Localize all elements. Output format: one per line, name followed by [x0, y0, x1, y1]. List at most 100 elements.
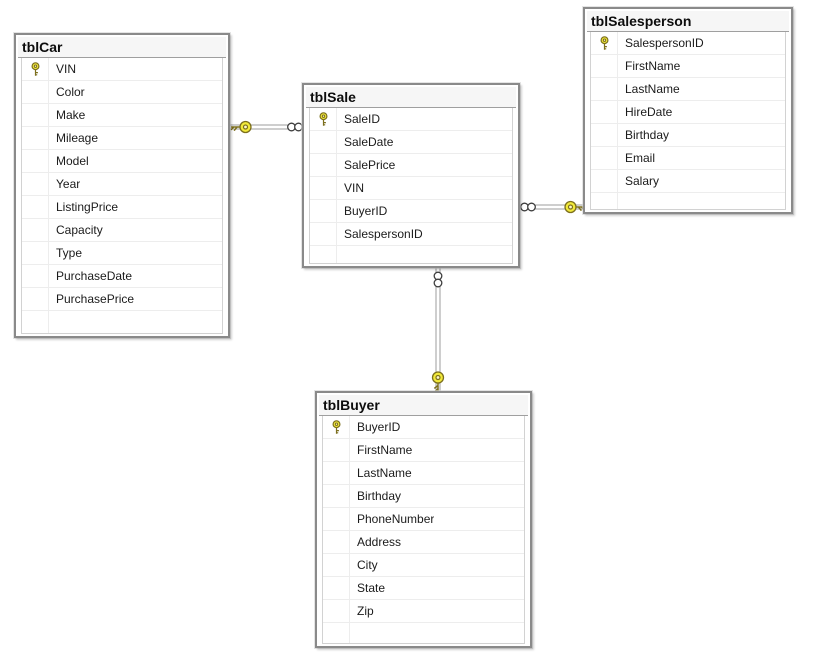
- column-row[interactable]: Color: [22, 81, 222, 104]
- column-name: PhoneNumber: [357, 512, 435, 526]
- column-row[interactable]: Address: [323, 531, 524, 554]
- column-row[interactable]: ListingPrice: [22, 196, 222, 219]
- column-row[interactable]: Birthday: [591, 124, 785, 147]
- column-name: SalespersonID: [344, 227, 423, 241]
- column-name: Birthday: [357, 489, 402, 503]
- column-name: Capacity: [56, 223, 103, 237]
- row-selector-cell: [310, 246, 337, 263]
- column-row[interactable]: LastName: [591, 78, 785, 101]
- row-selector-cell: [323, 508, 350, 530]
- relationship-salesperson-sale[interactable]: [519, 200, 585, 214]
- empty-row: [310, 246, 512, 263]
- column-row[interactable]: PhoneNumber: [323, 508, 524, 531]
- column-row[interactable]: VIN: [310, 177, 512, 200]
- column-row[interactable]: Capacity: [22, 219, 222, 242]
- column-row[interactable]: SalespersonID: [591, 32, 785, 55]
- row-selector-cell: [591, 124, 618, 146]
- column-name: Color: [56, 85, 85, 99]
- row-selector-cell: [310, 154, 337, 176]
- column-name: State: [357, 581, 386, 595]
- row-selector-cell: [22, 288, 49, 310]
- column-name: Birthday: [625, 128, 670, 142]
- column-row[interactable]: SalespersonID: [310, 223, 512, 246]
- column-row[interactable]: City: [323, 554, 524, 577]
- row-selector-cell: [591, 147, 618, 169]
- column-name: BuyerID: [357, 420, 401, 434]
- column-row[interactable]: Email: [591, 147, 785, 170]
- row-selector-cell: [323, 531, 350, 553]
- empty-row: [591, 193, 785, 209]
- column-row[interactable]: BuyerID: [310, 200, 512, 223]
- primary-key-cell: [22, 58, 49, 80]
- row-selector-cell: [22, 242, 49, 264]
- column-row[interactable]: FirstName: [323, 439, 524, 462]
- column-row[interactable]: PurchasePrice: [22, 288, 222, 311]
- column-name: FirstName: [357, 443, 413, 457]
- column-row[interactable]: Year: [22, 173, 222, 196]
- column-name: Address: [357, 535, 402, 549]
- table-title[interactable]: tblCar: [18, 37, 226, 58]
- row-selector-cell: [22, 265, 49, 287]
- column-row[interactable]: State: [323, 577, 524, 600]
- column-name: SalespersonID: [625, 36, 704, 50]
- row-selector-cell: [22, 311, 49, 333]
- table-title[interactable]: tblSale: [306, 87, 516, 108]
- empty-row: [22, 311, 222, 333]
- column-row[interactable]: Mileage: [22, 127, 222, 150]
- column-row[interactable]: SalePrice: [310, 154, 512, 177]
- row-selector-cell: [310, 177, 337, 199]
- key-symbol: [431, 371, 445, 393]
- row-selector-cell: [323, 485, 350, 507]
- row-selector-cell: [323, 623, 350, 643]
- row-selector-cell: [22, 127, 49, 149]
- column-row[interactable]: BuyerID: [323, 416, 524, 439]
- column-name: Model: [56, 154, 89, 168]
- empty-row: [323, 623, 524, 643]
- column-name: HireDate: [625, 105, 673, 119]
- column-row[interactable]: VIN: [22, 58, 222, 81]
- relationship-car-sale[interactable]: [229, 120, 304, 134]
- column-name: VIN: [344, 181, 365, 195]
- column-name: SaleDate: [344, 135, 394, 149]
- column-row[interactable]: FirstName: [591, 55, 785, 78]
- column-row[interactable]: SaleID: [310, 108, 512, 131]
- column-row[interactable]: Model: [22, 150, 222, 173]
- row-selector-cell: [323, 554, 350, 576]
- column-row[interactable]: Birthday: [323, 485, 524, 508]
- column-name: Zip: [357, 604, 374, 618]
- column-row[interactable]: Make: [22, 104, 222, 127]
- primary-key-cell: [591, 32, 618, 54]
- column-row[interactable]: PurchaseDate: [22, 265, 222, 288]
- column-row[interactable]: SaleDate: [310, 131, 512, 154]
- column-name: Salary: [625, 174, 660, 188]
- column-name: FirstName: [625, 59, 681, 73]
- row-selector-cell: [323, 439, 350, 461]
- column-row[interactable]: Zip: [323, 600, 524, 623]
- primary-key-cell: [323, 416, 350, 438]
- relationship-buyer-sale[interactable]: [431, 264, 445, 393]
- row-selector-cell: [591, 55, 618, 77]
- column-row[interactable]: HireDate: [591, 101, 785, 124]
- table-title[interactable]: tblBuyer: [319, 395, 528, 416]
- column-name: Make: [56, 108, 86, 122]
- column-row[interactable]: LastName: [323, 462, 524, 485]
- key-icon: [30, 61, 40, 76]
- column-row[interactable]: Salary: [591, 170, 785, 193]
- row-selector-cell: [310, 223, 337, 245]
- column-name: Mileage: [56, 131, 99, 145]
- row-selector-cell: [310, 131, 337, 153]
- row-selector-cell: [323, 577, 350, 599]
- key-icon: [318, 111, 328, 126]
- table-title[interactable]: tblSalesperson: [587, 11, 789, 32]
- column-row[interactable]: Type: [22, 242, 222, 265]
- row-selector-cell: [22, 81, 49, 103]
- column-name: PurchaseDate: [56, 269, 133, 283]
- row-selector-cell: [310, 200, 337, 222]
